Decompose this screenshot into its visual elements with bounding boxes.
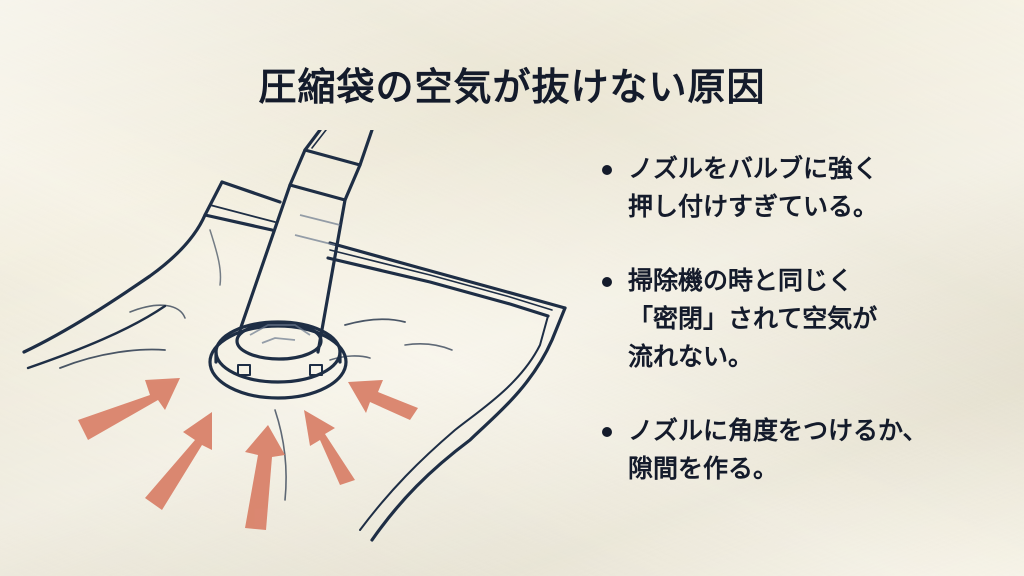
cause-item-nozzle-pressure: ノズルをバルブに強く 押し付けすぎている。 xyxy=(600,150,1010,226)
cause-text: ノズルに角度をつけるか、 隙間を作る。 xyxy=(628,416,928,483)
cause-item-sealed: 掃除機の時と同じく 「密閉」されて空気が 流れない。 xyxy=(600,262,1010,376)
cause-text: 掃除機の時と同じく 「密閉」されて空気が 流れない。 xyxy=(628,266,878,371)
bullet-dot-icon xyxy=(602,277,612,287)
nozzle-valve-illustration xyxy=(0,128,590,576)
cause-list: ノズルをバルブに強く 押し付けすぎている。 掃除機の時と同じく 「密閉」されて空… xyxy=(600,150,1010,524)
cause-item-solution: ノズルに角度をつけるか、 隙間を作る。 xyxy=(600,412,1010,488)
page-title: 圧縮袋の空気が抜けない原因 xyxy=(258,65,766,109)
bullet-dot-icon xyxy=(602,427,612,437)
bullet-dot-icon xyxy=(602,165,612,175)
compression-bag-nozzle-icon xyxy=(22,128,567,542)
cause-text: ノズルをバルブに強く 押し付けすぎている。 xyxy=(628,154,879,221)
